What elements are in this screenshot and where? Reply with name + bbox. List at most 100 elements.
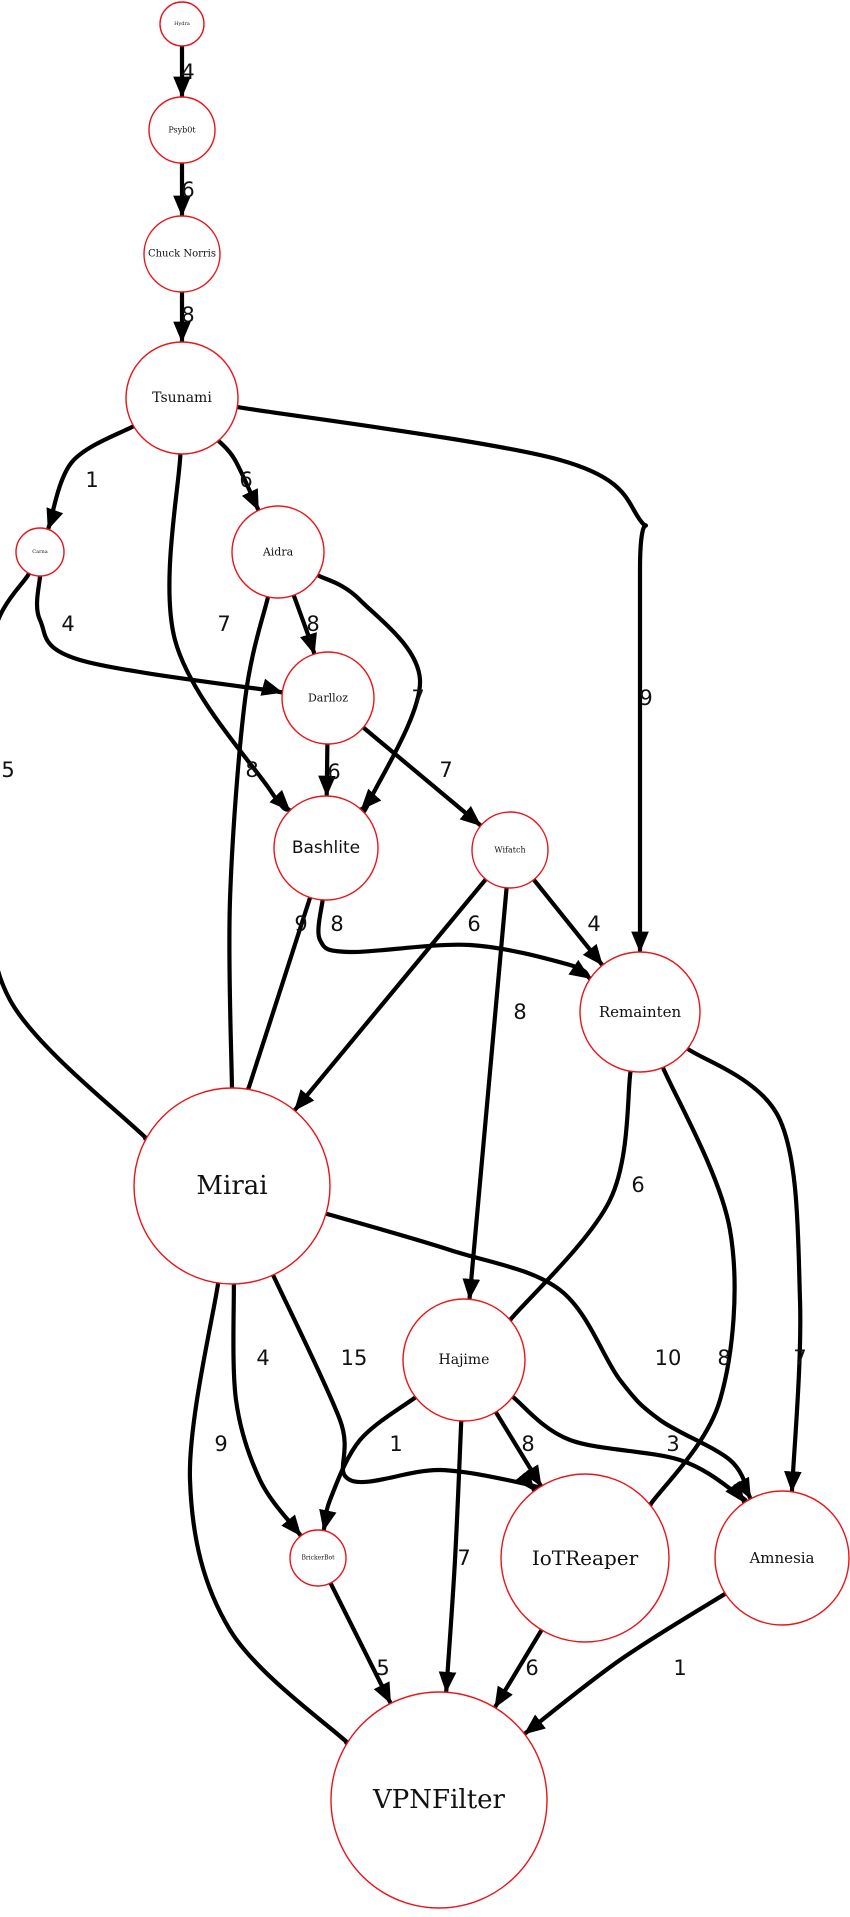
edge-weight-label: 7 <box>411 686 424 710</box>
edge-bashlite-remainten: 8 <box>316 897 592 981</box>
edge-wifatch-hajime: 8 <box>462 885 527 1301</box>
node-brickerbot: BrickerBot <box>289 1529 347 1587</box>
node-label: IoTReaper <box>532 1546 639 1570</box>
edge-arrow <box>319 1395 418 1532</box>
node-bashlite: Bashlite <box>273 795 379 901</box>
edge-arrow <box>462 885 509 1301</box>
edge-weight-label: 8 <box>521 1432 534 1456</box>
node-label: Darlloz <box>308 692 348 705</box>
edge-weight-label: 7 <box>457 1546 470 1570</box>
edge-arrow <box>438 1418 464 1694</box>
edge-arrow <box>167 451 292 812</box>
node-label: Psyb0t <box>168 126 196 135</box>
edge-hydra-psyb0t: 4 <box>173 43 195 99</box>
edge-arrow <box>315 573 423 815</box>
edge-weight-label: 6 <box>239 468 252 492</box>
node-label: Carna <box>32 549 47 555</box>
edge-weight-label: 8 <box>306 612 319 636</box>
edge-arrow <box>629 1065 737 1523</box>
node-label: Aidra <box>262 546 294 559</box>
edge-mirai-brickerbot: 4 <box>231 1281 304 1539</box>
edge-remainten-iotreaper: 8 <box>629 1065 737 1523</box>
edge-weight-label: 5 <box>376 1656 389 1680</box>
edge-arrow <box>323 1211 753 1501</box>
node-amnesia: Amnesia <box>714 1490 850 1626</box>
node-remainten: Remainten <box>579 951 701 1073</box>
edge-psyb0t-chuck: 6 <box>173 160 195 218</box>
node-label: Bashlite <box>292 838 360 858</box>
node-circle <box>148 96 216 164</box>
edge-arrow <box>493 1627 544 1709</box>
edge-remainten-amnesia: 7 <box>685 1046 807 1507</box>
edge-arrow <box>685 1046 803 1507</box>
node-label: Hydra <box>174 21 190 27</box>
node-chuck: Chuck Norris <box>143 215 221 293</box>
edge-weight-label: 15 <box>341 1346 368 1370</box>
edge-arrow <box>361 725 483 828</box>
edge-weight-label: 4 <box>587 912 600 936</box>
node-darlloz: Darlloz <box>281 651 375 745</box>
edge-arrow <box>223 594 271 1107</box>
edge-weight-label: 6 <box>631 1173 644 1197</box>
edge-arrow <box>490 1069 633 1340</box>
edge-arrow <box>231 1281 304 1539</box>
node-circle <box>714 1490 850 1626</box>
edge-weight-label: 9 <box>639 686 652 710</box>
edge-arrow <box>531 877 604 967</box>
edge-weight-label: 7 <box>439 758 452 782</box>
node-circle <box>15 527 65 577</box>
edge-hajime-iotreaper: 8 <box>493 1409 543 1488</box>
edge-hajime-brickerbot: 1 <box>319 1395 418 1532</box>
node-label: Tsunami <box>152 390 212 406</box>
edge-arrow <box>523 1591 728 1736</box>
edge-chuck-tsunami: 8 <box>173 289 195 344</box>
edge-weight-label: 8 <box>181 303 194 327</box>
edge-arrow <box>510 1394 748 1504</box>
edge-arrow <box>46 424 136 531</box>
edge-weight-label: 4 <box>181 60 194 84</box>
node-label: Chuck Norris <box>148 249 216 260</box>
node-vpnfilter: VPNFilter <box>330 1691 548 1909</box>
node-hydra: Hydra <box>159 1 205 47</box>
edge-wifatch-remainten: 4 <box>531 877 604 967</box>
edge-mirai-vpnfilter: 9 <box>187 1280 368 1761</box>
node-circle <box>281 651 375 745</box>
edge-aidra-darlloz: 8 <box>291 593 320 656</box>
edge-aidra-bashlite: 7 <box>315 573 425 815</box>
edge-weight-label: 1 <box>673 1656 686 1680</box>
node-circle <box>330 1691 548 1909</box>
edge-darlloz-wifatch: 7 <box>361 725 483 828</box>
node-aidra: Aidra <box>231 505 325 599</box>
edge-weight-label: 8 <box>245 758 258 782</box>
node-carna: Carna <box>15 527 65 577</box>
edge-arrow <box>328 1580 393 1705</box>
edge-weight-label: 8 <box>717 1346 730 1370</box>
edge-aidra-mirai: 8 <box>223 594 271 1107</box>
node-circle <box>273 795 379 901</box>
edge-weight-label: 7 <box>217 612 230 636</box>
edge-amnesia-vpnfilter: 1 <box>523 1591 728 1736</box>
edge-hajime-amnesia: 3 <box>510 1394 748 1504</box>
edge-weight-label: 4 <box>256 1346 269 1370</box>
edge-tsunami-aidra: 6 <box>216 438 261 512</box>
edge-tsunami-bashlite: 7 <box>167 451 292 812</box>
edge-arrow <box>187 1280 368 1761</box>
edge-weight-label: 1 <box>85 468 98 492</box>
edge-bashlite-mirai: 9 <box>234 895 313 1110</box>
node-circle <box>159 1 205 47</box>
edge-tsunami-carna: 1 <box>46 424 136 531</box>
edge-weight-label: 3 <box>666 1432 679 1456</box>
edge-weight-label: 9 <box>214 1432 227 1456</box>
edge-arrow <box>318 741 336 798</box>
edge-remainten-hajime: 6 <box>490 1069 645 1340</box>
node-circle <box>289 1529 347 1587</box>
edge-weight-label: 7 <box>793 1346 806 1370</box>
node-iotreaper: IoTReaper <box>500 1473 670 1643</box>
edge-hajime-vpnfilter: 7 <box>438 1418 471 1694</box>
node-wifatch: Wifatch <box>471 811 549 889</box>
node-circle <box>231 505 325 599</box>
edge-arrow <box>291 593 317 656</box>
edge-wifatch-mirai: 6 <box>293 877 488 1112</box>
